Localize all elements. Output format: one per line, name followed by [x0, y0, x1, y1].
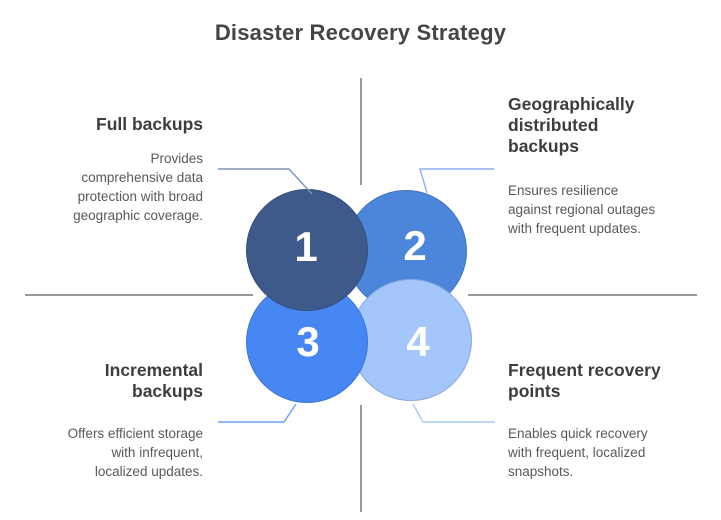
circle-number-1: 1	[294, 223, 318, 270]
heading-frequent-recovery-points: Frequent recovery points	[508, 360, 661, 401]
heading-geographically-distributed-backups: Geographically distributed backups	[508, 94, 635, 156]
circle-number-4: 4	[406, 318, 430, 365]
axis-line-bottom	[360, 405, 362, 512]
description-full-backups: Provides comprehensive data protection w…	[73, 151, 203, 223]
axis-line-top	[360, 78, 362, 185]
description-geographically-distributed-backups: Ensures resilience against regional outa…	[508, 183, 656, 236]
description-incremental-backups: Offers efficient storage with infrequent…	[67, 426, 203, 479]
connector-frequent-recovery-points	[412, 403, 495, 423]
connector-incremental-backups	[218, 403, 297, 423]
axis-line-left	[25, 294, 253, 296]
circle-number-2: 2	[403, 222, 427, 269]
circle-frequent-recovery-points	[350, 279, 472, 401]
description-frequent-recovery-points: Enables quick recovery with frequent, lo…	[508, 426, 648, 479]
heading-full-backups: Full backups	[96, 114, 203, 134]
connector-geographically-distributed-backups	[419, 168, 494, 194]
circle-full-backups	[246, 189, 368, 311]
diagram-title: Disaster Recovery Strategy	[214, 20, 507, 45]
axis-line-right	[468, 294, 697, 296]
circle-number-3: 3	[296, 318, 320, 365]
heading-incremental-backups: Incremental backups	[104, 360, 203, 401]
